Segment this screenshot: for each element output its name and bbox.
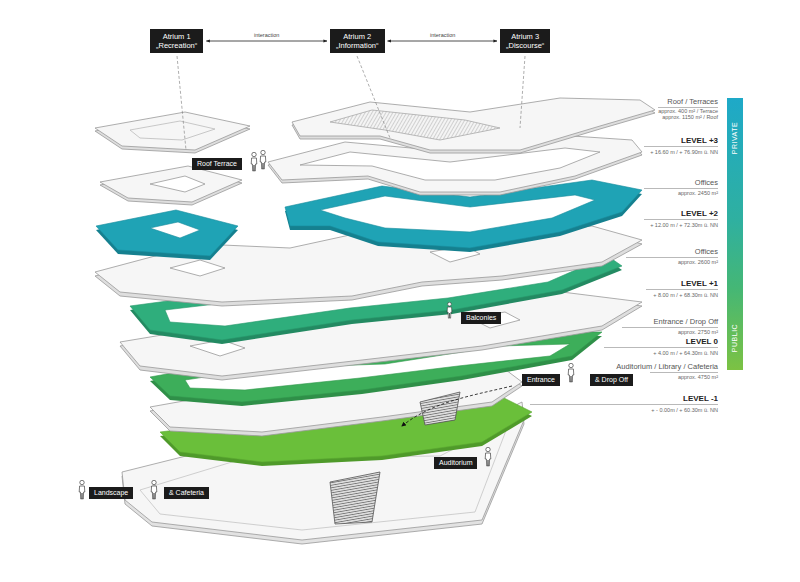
floor-use-label: Offices [695,247,718,256]
privacy-gradient-band: PRIVATE PUBLIC [727,98,743,370]
drawing-part [260,150,266,169]
tag-text: Atrium 1 [156,32,197,41]
dimension-note: + 16.60 m / + 76.90m ü. NN [650,149,718,155]
dimension-note: + 4.00 m / + 64.30m ü. NN [653,350,718,356]
atrium-leader-lines [177,56,525,150]
drawing-part [96,210,238,256]
label-tag: Entrance [522,374,560,386]
drawing-part [568,363,574,382]
drawing-part [644,219,718,220]
tag-text: Atrium 3 [506,32,544,41]
level-title: LEVEL -1 [683,394,718,404]
dimension-note: approx. 4750 m² [678,374,718,380]
drawing-part [177,56,186,150]
tag-text: „Recreation“ [156,41,197,50]
drawing-part [650,372,718,373]
label-tag: & Cafeteria [164,487,209,499]
drawing-part [151,480,157,499]
tag-text: Balconies [466,314,496,322]
drawing-part [646,289,718,290]
dimension-note: approx. 400 m² / Terrace [658,108,718,114]
drawing-part [626,257,718,258]
label-tag: Landscape [89,487,133,499]
drawing-part [130,121,215,140]
label-tag: Roof Terrace [192,158,242,170]
drawing-part [644,146,718,147]
tag-text: & Drop Off [595,376,628,384]
dimension-note: + 12.00 m / + 72.30m ü. NN [650,222,718,228]
level-title: LEVEL +3 [681,136,718,146]
drawing-part [330,110,500,140]
drawing-part [79,480,85,499]
interaction-arrow [388,41,497,42]
drawing-part [420,392,460,425]
floor-use-label: Entrance / Drop Off [654,317,718,326]
label-tag: Balconies [461,312,501,324]
floor-use-label: Roof / Terraces [667,97,718,106]
label-tag: Auditorium [434,457,477,469]
person-icons [79,150,574,499]
label-tag: Atrium 3„Discourse“ [500,29,550,53]
dimension-note: approx. 2750 m² [678,329,718,335]
label-tag: Atrium 1„Recreation“ [150,29,203,53]
drawing-part [520,56,525,128]
edge-label: interaction [429,32,456,38]
floor-use-label: Auditorium / Library / Cafeteria [616,362,718,371]
drawing-part [604,347,718,348]
edge-label: interaction [253,32,280,38]
entrance-arrow [402,386,512,426]
level-leader-lines [530,108,718,405]
tag-text: & Cafeteria [169,489,204,497]
drawing-part [251,152,257,171]
drawing-part [95,112,250,150]
drawing-part [530,404,718,405]
drawing-part [644,188,718,189]
tag-text: Landscape [94,489,128,497]
drawing-part [485,447,491,466]
tag-text: „Information“ [336,41,379,50]
dimension-note: approx. 2450 m² [678,190,718,196]
dimension-note: + - 0.00m / + 60.30m ü. NN [651,407,718,413]
drawing-part [658,107,718,108]
drawing-part [330,472,380,524]
label-tag: Atrium 2„Information“ [330,29,385,53]
tag-text: „Discourse“ [506,41,544,50]
floor-use-label: Offices [695,178,718,187]
tag-text: Atrium 2 [336,32,379,41]
dimension-note: approx. 1150 m² / Roof [662,114,718,120]
tag-text: Roof Terrace [197,160,237,168]
dimension-note: approx. 2600 m² [678,259,718,265]
band-text: PUBLIC [731,324,739,352]
drawing-part [357,56,390,138]
drawing-part [150,176,205,192]
tag-text: Auditorium [439,459,472,467]
interaction-arrow [206,41,327,42]
level-title: LEVEL 0 [686,337,718,347]
drawing-part [150,222,200,238]
drawing-part [170,260,225,276]
roof-slabs [95,98,655,153]
level-title: LEVEL +2 [681,209,718,219]
drawing-part [622,327,718,328]
label-tag: & Drop Off [590,374,633,386]
band-text: PRIVATE [731,122,739,154]
drawing-part [100,166,242,202]
dimension-note: + 8.00 m / + 68.30m ü. NN [653,292,718,298]
drawing-part [447,302,452,318]
level-title: LEVEL +1 [681,279,718,289]
drawing-part [320,195,595,232]
drawing-part [292,98,655,150]
tag-text: Entrance [527,376,555,384]
